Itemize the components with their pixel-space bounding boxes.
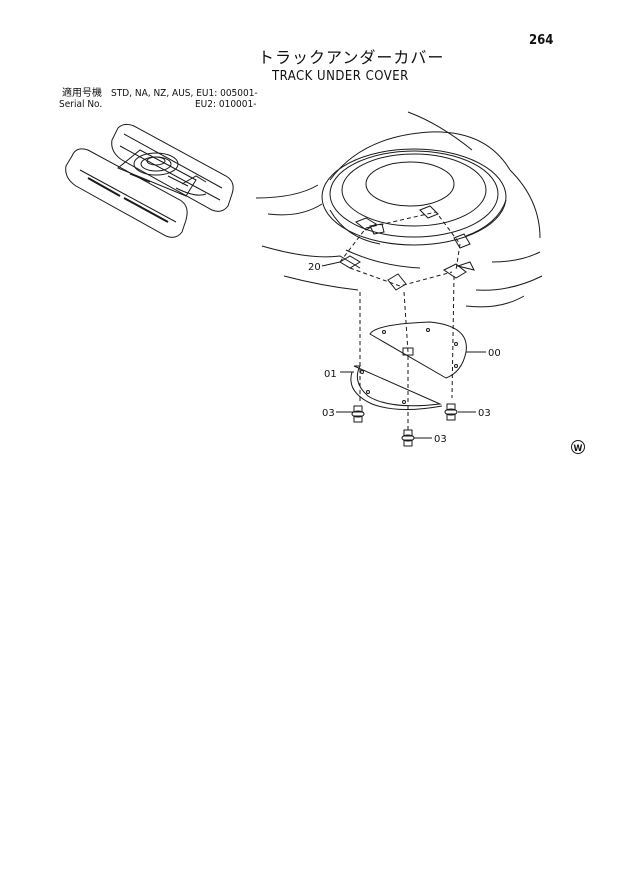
- track-frame: [255, 111, 543, 308]
- serial-range: EU2: 010001-: [195, 99, 257, 110]
- leader-lines: [321, 261, 486, 439]
- undercarriage-thumbnail: [65, 123, 234, 238]
- applicability-models: STD, NA, NZ, AUS, EU1: 005001-: [111, 88, 258, 99]
- page-number: 264: [529, 33, 554, 48]
- callout-03-right: 03: [478, 408, 491, 419]
- mark-letter: W: [574, 444, 583, 454]
- callout-01: 01: [324, 369, 337, 380]
- circled-w-mark: W: [571, 440, 585, 454]
- bolt-center: [401, 429, 415, 447]
- cover-plates: [350, 275, 467, 432]
- applicability-label-jp: 適用号機: [62, 88, 102, 99]
- callout-03-left: 03: [322, 408, 335, 419]
- callout-00: 00: [488, 348, 501, 359]
- title-english: TRACK UNDER COVER: [272, 69, 409, 84]
- callout-03-center: 03: [434, 434, 447, 445]
- callout-20: 20: [308, 262, 321, 273]
- bolt-left: [351, 405, 365, 423]
- bolt-right: [444, 403, 458, 421]
- serial-label: Serial No.: [59, 99, 103, 110]
- title-japanese: トラックアンダーカバー: [258, 48, 445, 67]
- bolts: [351, 403, 458, 447]
